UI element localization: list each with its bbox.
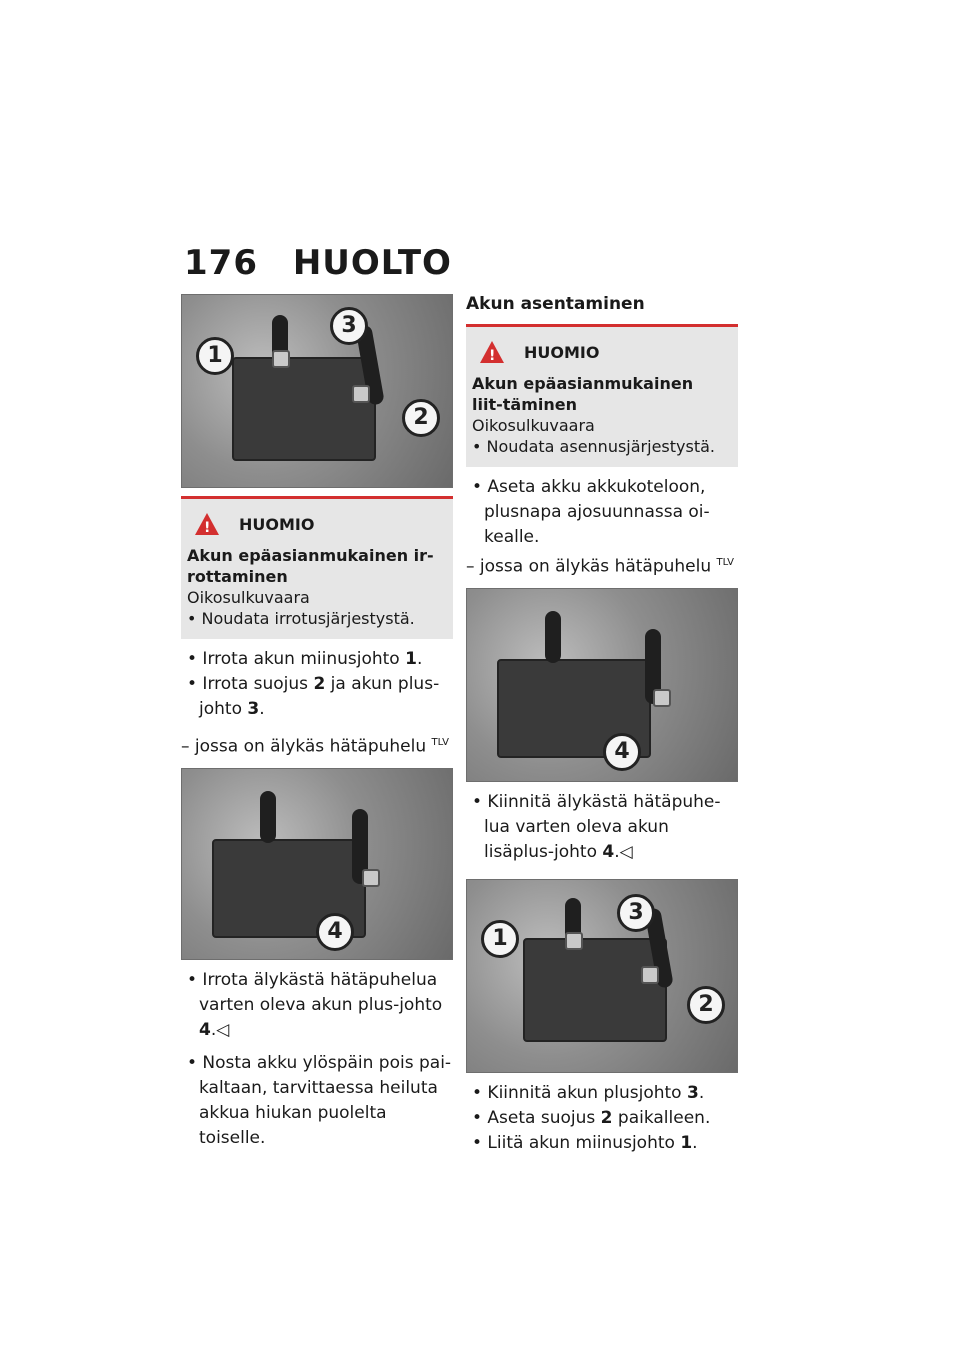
warning-box-installation: ! HUOMIO Akun epäasianmukainen liit-tämi… [466,324,738,467]
left-column: 1 2 3 ! HUOMIO Akun epäasianmukainen ir-… [181,294,453,1151]
callout-3: 3 [330,307,368,345]
battery-install-photo: 1 2 3 [466,878,738,1073]
section-title: HUOLTO [292,243,452,283]
callout-4: 4 [316,912,354,951]
callout-4: 4 [603,732,641,771]
warning-hazard: Oikosulkuvaara [472,416,595,435]
warning-hazard: Oikosulkuvaara [187,588,310,607]
extra-cable-photo-right: 4 [466,587,738,782]
removal-condition: – jossa on älykäs hätäpuhelu TLV [181,736,449,757]
warning-instruction: • Noudata asennusjärjestystä. [472,437,715,456]
warning-triangle-icon: ! [195,513,219,536]
callout-1: 1 [196,337,234,375]
install-step-2: • Kiinnitä älykästä hätäpuhe-lua varten … [472,791,721,862]
callout-2: 2 [402,399,440,437]
removal-step-4: • Nosta akku ylöspäin pois pai-kaltaan, … [187,1052,452,1148]
removal-step-3: • Irrota älykästä hätäpuhelua varten ole… [187,969,443,1040]
battery-removal-photo: 1 2 3 [181,294,453,488]
install-step-4: • Aseta suojus 2 paikalleen. [472,1107,711,1128]
removal-step-2: • Irrota suojus 2 ja akun plus-johto 3. [187,674,440,719]
install-step-1: • Aseta akku akkukoteloon, plusnapa ajos… [472,477,710,547]
warning-title: Akun epäasianmukainen ir-rottaminen [187,546,434,586]
extra-cable-photo-left: 4 [181,767,453,960]
warning-label: HUOMIO [524,342,600,362]
removal-step-1: • Irrota akun miinusjohto 1. [187,649,423,669]
right-column: Akun asentaminen ! HUOMIO Akun epäasianm… [466,294,738,1156]
callout-1: 1 [481,919,519,958]
install-step-5: • Liitä akun miinusjohto 1. [472,1132,698,1153]
install-step-3: • Kiinnitä akun plusjohto 3. [472,1082,705,1103]
warning-title: Akun epäasianmukainen liit-täminen [472,374,694,414]
warning-triangle-icon: ! [480,341,504,364]
callout-2: 2 [687,985,725,1024]
warning-instruction: • Noudata irrotusjärjestystä. [187,609,415,628]
page-number: 176 [184,243,258,283]
warning-box-removal: ! HUOMIO Akun epäasianmukainen ir-rottam… [181,496,453,639]
page-header: 176 HUOLTO [184,243,452,283]
warning-label: HUOMIO [239,514,315,534]
installation-title: Akun asentaminen [466,294,645,314]
install-condition: – jossa on älykäs hätäpuhelu TLV [466,556,734,577]
battery-shape [232,357,376,461]
callout-3: 3 [617,893,655,932]
